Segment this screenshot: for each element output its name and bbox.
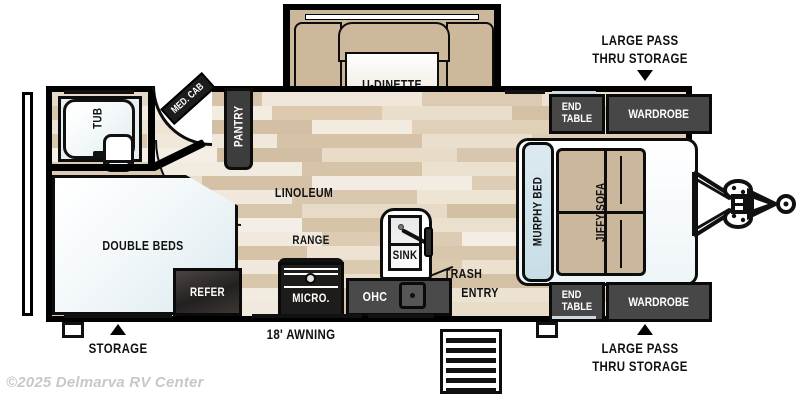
end-table-bottom: END TABLE — [549, 282, 605, 322]
stabilizer-jack — [536, 322, 558, 338]
wardrobe-bottom: WARDROBE — [606, 282, 712, 322]
tub-label: TUB — [90, 107, 105, 129]
sofa-cushion-dash — [620, 220, 622, 268]
end-table-top-label: END TABLE — [561, 101, 593, 125]
floor-plank — [277, 134, 422, 148]
refrigerator — [173, 268, 242, 316]
rear-exterior-wall — [22, 92, 33, 316]
sofa-seam-horizontal — [556, 211, 646, 214]
entry-step-tread — [446, 378, 496, 383]
floor-plank — [262, 92, 422, 106]
copyright-notice: ©2025 Delmarva RV Center — [6, 374, 204, 391]
microwave — [278, 262, 344, 318]
stabilizer-jack — [62, 322, 84, 338]
bath-wall-horizontal — [52, 164, 155, 171]
pantry-label: PANTRY — [231, 105, 246, 147]
range-label: RANGE — [292, 233, 330, 247]
micro-label: MICRO. — [292, 291, 330, 305]
floor-plank — [412, 120, 562, 134]
callout-top-right-line2: THRU STORAGE — [592, 50, 688, 66]
exterior-rail-top — [505, 90, 545, 94]
storage-callout-label: STORAGE — [88, 340, 148, 356]
entry-step-tread — [446, 348, 496, 353]
floor-plank — [382, 106, 512, 120]
floor-plank — [322, 148, 457, 162]
linoleum-label: LINOLEUM — [274, 185, 334, 200]
floor-plank — [452, 288, 572, 302]
pantry-cabinet — [224, 88, 253, 170]
wardrobe-bottom-label: WARDROBE — [628, 295, 690, 309]
jiffy-sofa-label: JIFFY SOFA — [593, 182, 608, 243]
hitch-tongue-icon — [692, 170, 796, 238]
floor-plank — [442, 302, 572, 316]
floor-plank — [417, 190, 547, 204]
floor-plank — [422, 134, 532, 148]
floor-plank — [312, 120, 412, 134]
faucet-base-icon — [424, 227, 433, 257]
sink-divider — [388, 243, 422, 246]
entry-step-tread — [446, 368, 496, 373]
tub-faucet-icon — [93, 151, 106, 159]
floor-plank — [272, 106, 382, 120]
refer-label: REFER — [189, 285, 225, 299]
entry-step-tread — [446, 338, 496, 343]
exterior-rail — [252, 314, 362, 318]
microwave-vent-line — [284, 286, 338, 288]
entry-step-tread — [446, 388, 496, 393]
sink-drain-icon — [398, 224, 404, 230]
callout-arrow-bottom-right — [637, 324, 653, 335]
entry-label: ENTRY — [461, 285, 499, 300]
awning-label: 18' AWNING — [266, 326, 336, 342]
end-table-bottom-trim — [552, 316, 596, 319]
murphy-bed-label: MURPHY BED — [530, 176, 545, 247]
end-table-bottom-label: END TABLE — [561, 289, 593, 313]
microwave-knob-icon — [305, 273, 316, 284]
callout-arrow-top-right — [637, 70, 653, 81]
floor-plank — [422, 92, 542, 106]
wardrobe-top: WARDROBE — [606, 94, 712, 134]
sink-label: SINK — [392, 248, 418, 262]
bath-wall-vertical — [148, 92, 155, 171]
sofa-seam-vertical — [604, 148, 607, 276]
microwave-vent-line — [284, 268, 338, 270]
wardrobe-top-label: WARDROBE — [628, 107, 690, 121]
entry-step-tread — [446, 358, 496, 363]
sofa-cushion-dash — [620, 156, 622, 204]
exterior-rail — [368, 314, 434, 318]
entry-step-threshold — [440, 322, 502, 332]
callout-bottom-right-line1: LARGE PASS — [601, 340, 679, 356]
callout-top-right-line1: LARGE PASS — [601, 32, 679, 48]
trash-label: TRASH — [443, 266, 483, 281]
end-table-top-trim — [552, 91, 596, 94]
trash-bin-dot-icon — [410, 293, 415, 298]
ohc-label: OHC — [362, 289, 388, 304]
double-beds-label: DOUBLE BEDS — [102, 238, 184, 253]
callout-arrow-storage — [110, 324, 126, 335]
end-table-top: END TABLE — [549, 94, 605, 134]
floor-plank — [212, 232, 322, 246]
callout-bottom-right-line2: THRU STORAGE — [592, 358, 688, 374]
exterior-rail — [64, 314, 172, 318]
floor-plank — [292, 190, 417, 204]
exterior-rail-top — [64, 90, 134, 94]
floor-plank — [302, 162, 422, 176]
floor-plank — [312, 176, 472, 190]
murphy-bed-panel — [522, 142, 554, 282]
dinette-window — [305, 14, 479, 20]
